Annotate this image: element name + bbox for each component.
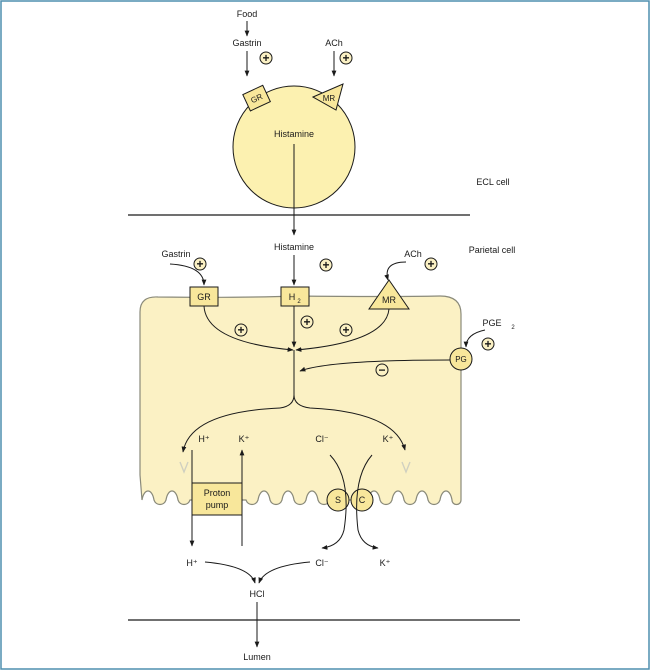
parietal-h2-receptor: H 2 (280, 286, 310, 307)
plus-icon: + (339, 51, 353, 65)
svg-text:Proton: Proton (204, 488, 231, 498)
branch-to-k-plus (293, 394, 406, 451)
parietal-gastrin-label: Gastrin (161, 249, 190, 259)
svg-text:+: + (342, 51, 349, 65)
ach-top-label: ACh (325, 38, 343, 48)
lumen-k-plus-label: K⁺ (380, 558, 391, 568)
minus-icon: − (375, 363, 389, 377)
svg-text:GR: GR (197, 292, 211, 302)
pge2-label: PGE (482, 318, 501, 328)
svg-text:C: C (359, 495, 366, 505)
food-label: Food (237, 9, 258, 19)
svg-text:PG: PG (455, 355, 467, 364)
pge2-to-pg-arrow (463, 329, 486, 348)
ach-to-mr-arrow (384, 261, 407, 281)
gastrin-to-gr-arrow (169, 263, 207, 286)
parietal-ach-label: ACh (404, 249, 422, 259)
svg-text:pump: pump (206, 500, 229, 510)
branch-to-h-plus (181, 407, 281, 453)
plus-icon: + (424, 257, 438, 271)
plus-icon: + (193, 257, 207, 271)
plus-icon: + (339, 323, 353, 337)
gr-signal-path (203, 305, 294, 352)
svg-text:+: + (237, 323, 244, 337)
symporter: S C (326, 488, 374, 512)
parietal-cell-label: Parietal cell (469, 245, 516, 255)
lumen-cl-minus-label: Cl⁻ (315, 558, 328, 568)
svg-text:MR: MR (382, 295, 396, 305)
ecl-cell-label: ECL cell (476, 177, 509, 187)
svg-text:+: + (342, 323, 349, 337)
plus-icon: + (259, 51, 273, 65)
svg-text:−: − (378, 363, 385, 377)
canaliculus-mark (179, 461, 189, 474)
gastrin-top-label: Gastrin (232, 38, 261, 48)
cl-to-hcl-arrow (258, 561, 311, 584)
canaliculus-mark (401, 461, 411, 474)
plus-icon: + (481, 337, 495, 351)
svg-text:+: + (427, 257, 434, 271)
svg-text:+: + (322, 258, 329, 272)
pg-receptor: PG (449, 347, 473, 371)
parietal-gr-receptor: GR (189, 286, 219, 307)
svg-text:+: + (262, 51, 269, 65)
svg-text:H: H (289, 292, 296, 302)
h-to-hcl-arrow (204, 561, 256, 584)
cell-cl-minus-label: Cl⁻ (315, 434, 328, 444)
mr-signal-path (295, 308, 390, 352)
ecl-histamine-label: Histamine (274, 129, 314, 139)
plus-icon: + (319, 258, 333, 272)
parietal-histamine-label: Histamine (274, 242, 314, 252)
pge2-subscript: 2 (511, 325, 515, 331)
cell-k-plus-label-right: K⁺ (383, 434, 394, 444)
cell-h-plus-label: H⁺ (198, 434, 209, 444)
ecl-gr-receptor: GR (242, 84, 272, 112)
lumen-label: Lumen (243, 652, 271, 662)
lumen-h-plus-label: H⁺ (186, 558, 197, 568)
svg-text:S: S (335, 495, 341, 505)
pg-inhibit-path (299, 359, 451, 372)
plus-icon: + (300, 315, 314, 329)
svg-text:MR: MR (323, 94, 336, 103)
parietal-mr-receptor: MR (368, 279, 410, 310)
ecl-mr-receptor: MR (311, 83, 344, 111)
svg-text:2: 2 (297, 299, 301, 305)
parietal-cell (139, 295, 462, 506)
svg-text:+: + (196, 257, 203, 271)
svg-text:+: + (303, 315, 310, 329)
k-efflux-arrow (356, 454, 379, 550)
proton-pump: Proton pump (191, 482, 243, 516)
cl-efflux-arrow (321, 454, 347, 550)
svg-text:+: + (484, 337, 491, 351)
cell-k-plus-label: K⁺ (239, 434, 250, 444)
hcl-label: HCl (250, 589, 265, 599)
plus-icon: + (234, 323, 248, 337)
